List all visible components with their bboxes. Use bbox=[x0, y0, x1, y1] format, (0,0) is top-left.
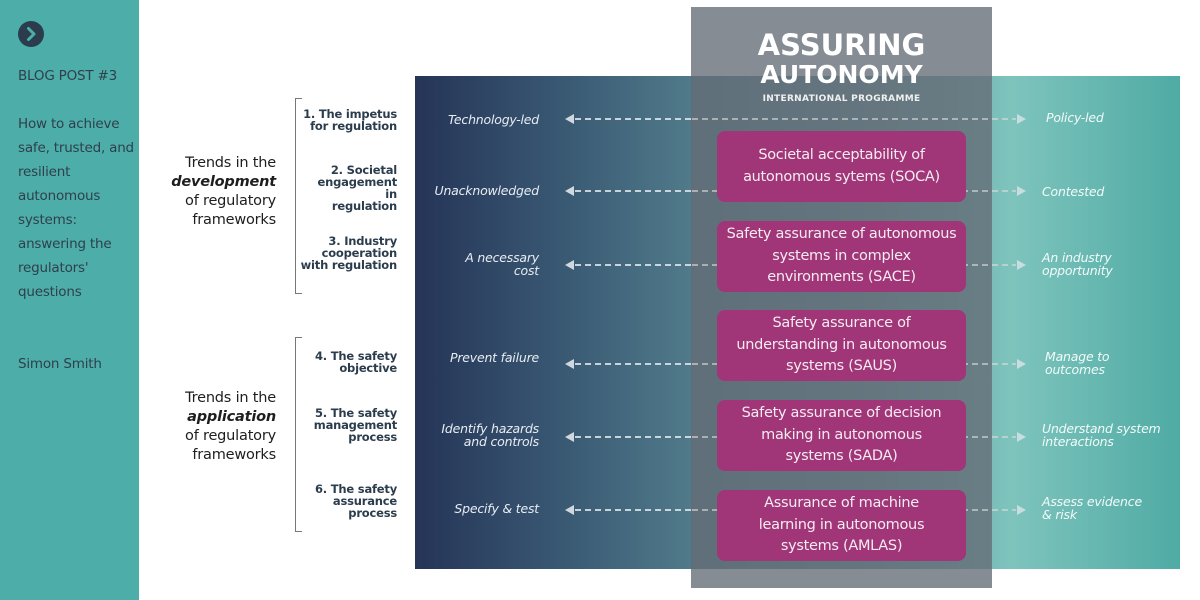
bracket-application bbox=[295, 337, 302, 532]
blog-post-author: Simon Smith bbox=[18, 356, 102, 372]
programme-box-soca[interactable]: Societal acceptability of autonomous syt… bbox=[717, 131, 966, 202]
chevron-right-icon bbox=[27, 27, 36, 41]
trend-from-2: Unacknowledged bbox=[434, 183, 540, 198]
arrow-left-3 bbox=[565, 260, 695, 270]
next-button[interactable] bbox=[18, 21, 44, 47]
arrowhead-left-icon bbox=[565, 505, 574, 515]
blog-post-tag: BLOG POST #3 bbox=[18, 68, 118, 84]
arrowhead-left-icon bbox=[565, 432, 574, 442]
group-label-post: of regulatory frameworks bbox=[185, 193, 276, 228]
bracket-development bbox=[295, 98, 302, 294]
arrow-right-1 bbox=[692, 114, 1026, 124]
logo-line-1: ASSURING bbox=[757, 28, 926, 62]
arrowhead-left-icon bbox=[565, 260, 574, 270]
trend-from-1: Technology-led bbox=[448, 112, 539, 127]
question-2: 2. Societal engagement in regulation bbox=[317, 163, 398, 213]
question-6: 6. The safety assurance process bbox=[314, 482, 397, 520]
arrow-left-4 bbox=[565, 359, 695, 369]
trend-to-6: Assess evidence & risk bbox=[1042, 494, 1142, 522]
trend-from-6: Specify & test bbox=[454, 501, 539, 516]
group-label-pre: Trends in the bbox=[185, 155, 276, 171]
arrowhead-right-icon bbox=[1017, 186, 1026, 196]
programme-box-amlas[interactable]: Assurance of machine learning in autonom… bbox=[717, 490, 966, 561]
trend-to-4: Manage to outcomes bbox=[1045, 349, 1110, 377]
trend-to-1: Policy-led bbox=[1046, 110, 1104, 125]
arrowhead-left-icon bbox=[565, 186, 574, 196]
arrowhead-right-icon bbox=[1017, 505, 1026, 515]
group-label-pre: Trends in the bbox=[185, 390, 276, 406]
arrow-left-5 bbox=[565, 432, 695, 442]
group-label-application: Trends in the application of regulatory … bbox=[166, 389, 276, 465]
arrowhead-left-icon bbox=[565, 359, 574, 369]
question-3: 3. Industry cooperation with regulation bbox=[300, 234, 398, 272]
programme-box-sada[interactable]: Safety assurance of decision making in a… bbox=[717, 400, 966, 471]
arrowhead-right-icon bbox=[1017, 114, 1026, 124]
arrow-left-6 bbox=[565, 505, 695, 515]
arrowhead-right-icon bbox=[1017, 432, 1026, 442]
arrowhead-right-icon bbox=[1017, 359, 1026, 369]
question-5: 5. The safety management process bbox=[313, 406, 397, 444]
programme-box-sace[interactable]: Safety assurance of autonomous systems i… bbox=[717, 221, 966, 292]
trend-to-5: Understand system interactions bbox=[1042, 421, 1161, 449]
question-4: 4. The safety objective bbox=[314, 349, 397, 375]
trend-from-5: Identify hazards and controls bbox=[441, 421, 539, 449]
sidebar: BLOG POST #3 How to achieve safe, truste… bbox=[0, 0, 139, 600]
group-label-emphasis: development bbox=[171, 174, 276, 190]
arrowhead-right-icon bbox=[1017, 260, 1026, 270]
arrowhead-left-icon bbox=[565, 114, 574, 124]
arrow-left-1 bbox=[565, 114, 695, 124]
programme-box-label: Safety assurance of decision making in a… bbox=[741, 405, 942, 465]
programme-box-label: Assurance of machine learning in autonom… bbox=[758, 495, 925, 555]
programme-box-label: Societal acceptability of autonomous syt… bbox=[743, 147, 940, 185]
group-label-post: of regulatory frameworks bbox=[185, 428, 276, 463]
arrow-left-2 bbox=[565, 186, 695, 196]
group-label-development: Trends in the development of regulatory … bbox=[166, 154, 276, 230]
question-1: 1. The impetus for regulation bbox=[303, 107, 397, 133]
programme-box-label: Safety assurance of autonomous systems i… bbox=[726, 226, 957, 286]
programme-box-label: Safety assurance of understanding in aut… bbox=[736, 315, 947, 375]
logo-line-3: INTERNATIONAL PROGRAMME bbox=[762, 94, 921, 104]
trend-from-4: Prevent failure bbox=[449, 350, 539, 365]
group-label-emphasis: application bbox=[187, 409, 276, 425]
blog-post-title[interactable]: How to achieve safe, trusted, and resili… bbox=[18, 116, 134, 300]
logo-line-2: AUTONOMY bbox=[760, 60, 923, 89]
trend-to-2: Contested bbox=[1042, 184, 1105, 199]
trend-to-3: An industry opportunity bbox=[1042, 250, 1113, 278]
programme-box-saus[interactable]: Safety assurance of understanding in aut… bbox=[717, 310, 966, 381]
trend-from-3: A necessary cost bbox=[465, 250, 539, 278]
